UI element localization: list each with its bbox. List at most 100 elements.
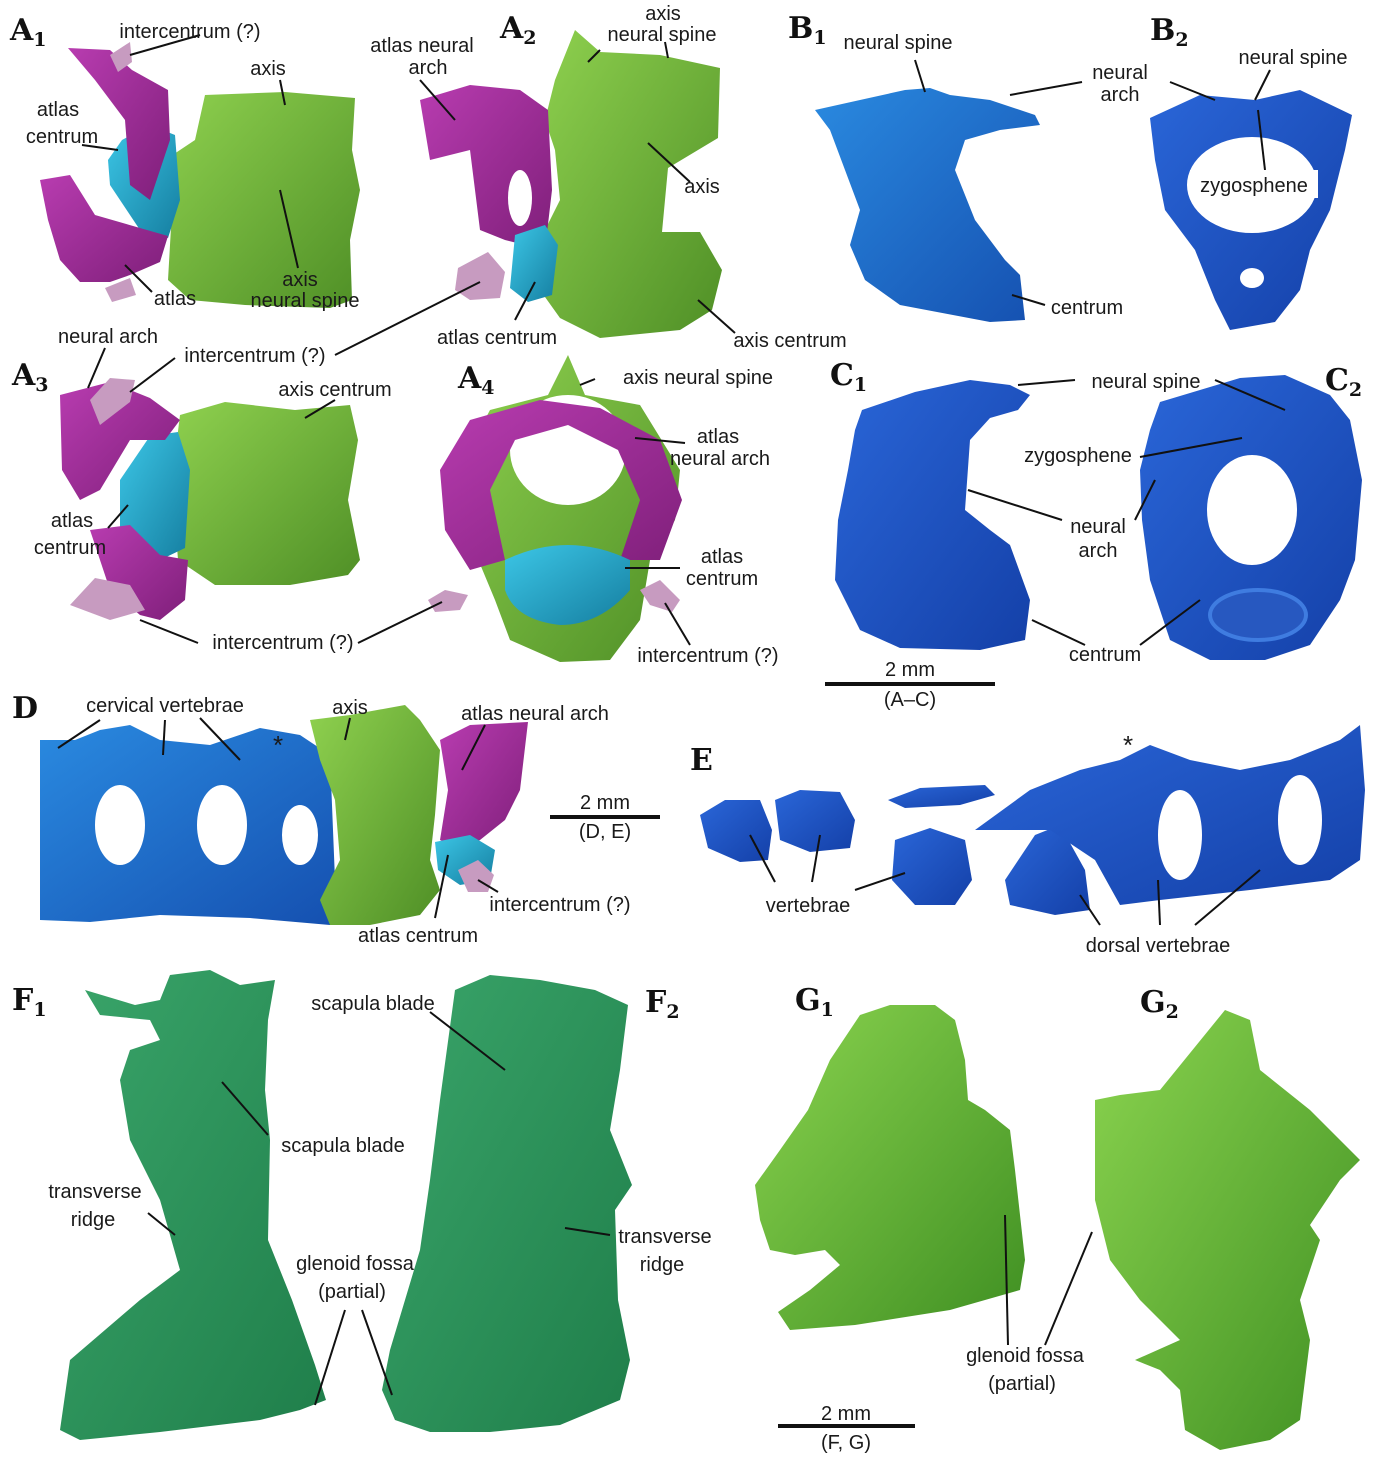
- panel-label-d: D: [12, 691, 38, 726]
- label-a4-atlas-centrum-1: atlas: [701, 546, 743, 568]
- label-f2-scapula-blade: scapula blade: [311, 993, 434, 1015]
- label-a4-axis-ns: axis neural spine: [623, 367, 773, 389]
- label-a4-intercentrum: intercentrum (?): [637, 645, 778, 667]
- e-fragment: [888, 785, 995, 808]
- scale-de-note: (D, E): [579, 821, 631, 843]
- scale-fg-note: (F, G): [821, 1432, 871, 1454]
- panel-label-g1: G1: [795, 983, 834, 1021]
- label-a2-atlas-na-1: atlas neural: [370, 35, 473, 57]
- e-vertebra-1: [700, 800, 772, 862]
- a1-intercentrum-top-shape: [110, 42, 132, 72]
- label-d-atlas-centrum: atlas centrum: [358, 925, 478, 947]
- panel-labels: A1 A2 A3 A4 B1 B2 C1 C2 D E F1 F2 G1 G2: [9, 11, 1362, 1023]
- label-a3-atlas-centrum-2: centrum: [34, 537, 106, 559]
- label-a2-atlas-na-2: arch: [409, 57, 448, 79]
- panel-label-c2: C2: [1325, 363, 1362, 401]
- a4-atlas-arch-shape: [440, 400, 682, 570]
- panel-a3: [60, 378, 360, 620]
- label-d-intercentrum: intercentrum (?): [489, 894, 630, 916]
- label-f1-scapula-blade: scapula blade: [281, 1135, 404, 1157]
- f1-scapula-shape: [60, 970, 326, 1440]
- label-a3-intercentrum-top: intercentrum (?): [184, 345, 325, 367]
- a3-atlas-lower-shape: [90, 525, 188, 620]
- a3-atlas-upper-shape: [60, 382, 180, 500]
- label-a1-atlas-centrum-2: centrum: [26, 126, 98, 148]
- label-a2-axis: axis: [684, 176, 720, 198]
- panel-b1: [815, 88, 1040, 322]
- b1-vertebra-shape: [815, 88, 1040, 322]
- panel-f1: [60, 970, 326, 1440]
- label-c-neural-arch-2: arch: [1079, 540, 1118, 562]
- panel-label-a2: A2: [499, 11, 537, 49]
- label-a4-atlas-na-2: neural arch: [670, 448, 770, 470]
- label-a2-axis-ns-1: axis: [645, 3, 681, 25]
- panel-e: [700, 725, 1365, 915]
- scale-de-value: 2 mm: [580, 792, 630, 814]
- label-e-asterisk: *: [1123, 730, 1133, 760]
- label-b2-neural-arch-2: arch: [1101, 84, 1140, 106]
- label-b1-neural-spine: neural spine: [844, 32, 953, 54]
- panel-label-a4: A4: [457, 361, 495, 399]
- label-a1-intercentrum: intercentrum (?): [119, 21, 260, 43]
- label-f1-transverse-b: ridge: [71, 1209, 115, 1231]
- label-b2-neural-arch-1: neural: [1092, 62, 1148, 84]
- a3-intercentrum-top-shape: [90, 378, 135, 425]
- a1-intercentrum-bottom-shape: [105, 278, 136, 302]
- label-a2-axis-ns-2: neural spine: [608, 24, 717, 46]
- panel-c2: [1140, 375, 1362, 660]
- panel-label-a1: A1: [9, 13, 47, 51]
- label-f2-transverse-b: ridge: [640, 1254, 684, 1276]
- a4-intercentrum-left-shape: [428, 590, 468, 612]
- a3-axis-shape: [172, 402, 360, 585]
- e-dorsal-series: [975, 725, 1365, 905]
- e-vertebra-4: [1005, 825, 1090, 915]
- panel-g1: [755, 1005, 1025, 1330]
- scale-ac-note: (A–C): [884, 689, 936, 711]
- label-a4-atlas-na-1: atlas: [697, 426, 739, 448]
- label-d-asterisk: *: [273, 730, 283, 760]
- label-a3-axis-centrum: axis centrum: [278, 379, 391, 401]
- panel-g2: [1095, 1010, 1360, 1450]
- a2-atlas-centrum-shape: [510, 225, 558, 302]
- label-f1-transverse-a: transverse: [48, 1181, 141, 1203]
- leader-lines: [57, 34, 1286, 1406]
- d-atlas-arch-shape: [440, 722, 528, 850]
- label-a1-atlas: atlas: [154, 288, 196, 310]
- a2-atlas-arch-shape: [420, 85, 552, 250]
- a2-arch-hole: [508, 170, 532, 226]
- panel-a1: [40, 42, 360, 308]
- label-d-axis: axis: [332, 697, 368, 719]
- label-d-atlas-na: atlas neural arch: [461, 703, 609, 725]
- b2-vertebra-shape: [1150, 90, 1352, 330]
- panel-label-b1: B1: [788, 11, 827, 49]
- scale-bars: 2 mm (A–C) 2 mm (D, E) 2 mm (F, G): [550, 659, 995, 1454]
- label-e-dorsal: dorsal vertebrae: [1086, 935, 1231, 957]
- c1-vertebra-shape: [835, 380, 1030, 650]
- a1-axis-shape: [165, 92, 360, 308]
- scale-fg-value: 2 mm: [821, 1403, 871, 1425]
- label-a2-axis-centrum: axis centrum: [733, 330, 846, 352]
- a1-atlas-lower-shape: [40, 175, 168, 282]
- g2-coracoid-shape: [1095, 1010, 1360, 1450]
- a3-atlas-centrum-shape: [120, 432, 190, 560]
- label-c-zygosphene: zygosphene: [1024, 445, 1132, 467]
- panel-label-g2: G2: [1140, 985, 1179, 1023]
- label-c-centrum: centrum: [1069, 644, 1141, 666]
- panel-label-e: E: [690, 743, 713, 778]
- label-a4-atlas-centrum-2: centrum: [686, 568, 758, 590]
- label-g-glenoid-2: (partial): [988, 1373, 1056, 1395]
- e-vertebra-2: [775, 790, 855, 852]
- label-b2-zygosphene: zygosphene: [1200, 175, 1308, 197]
- label-c-neural-spine: neural spine: [1092, 371, 1201, 393]
- a4-atlas-centrum-shape: [505, 545, 630, 625]
- label-a1-axis-ns-1: axis: [282, 269, 318, 291]
- a2-intercentrum-shape: [455, 252, 505, 300]
- panel-label-c1: C1: [830, 358, 867, 396]
- label-f-glenoid-1: glenoid fossa: [296, 1253, 415, 1275]
- label-g-glenoid-1: glenoid fossa: [966, 1345, 1085, 1367]
- panel-d: [40, 705, 528, 925]
- f2-scapula-shape: [382, 975, 632, 1432]
- label-e-vertebrae: vertebrae: [766, 895, 851, 917]
